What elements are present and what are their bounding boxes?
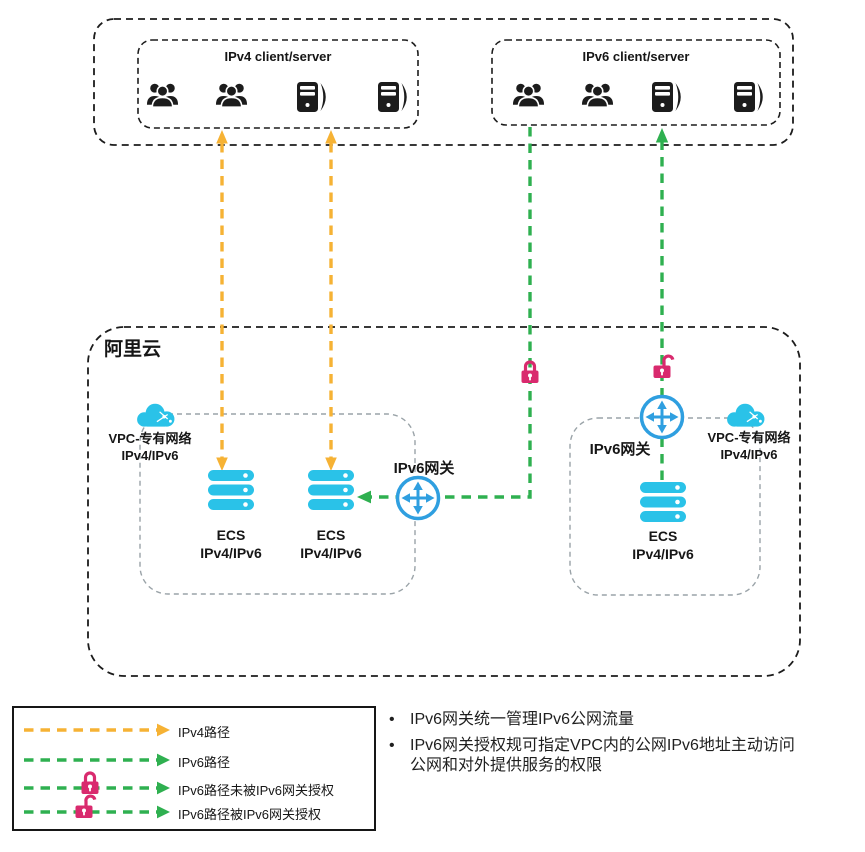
vpc-cloud-icon <box>136 403 176 428</box>
ecs-name: ECS <box>316 527 346 543</box>
host-icon <box>378 82 407 112</box>
users-icon <box>581 82 614 108</box>
ecs-server-icon <box>208 470 254 510</box>
legend-box <box>12 706 376 831</box>
legend-ipv6-authorized-line <box>24 794 170 820</box>
lock-open-icon <box>651 354 675 380</box>
legend-ipv6-unauthorized-line <box>24 771 170 796</box>
ipv6-gateway-icon <box>395 475 441 521</box>
users-icon <box>512 82 545 108</box>
ecs-left-1-label: ECS IPv4/IPv6 <box>196 526 266 562</box>
ecs-server-icon <box>308 470 354 510</box>
host-icon <box>297 82 326 112</box>
ecs-stack: IPv4/IPv6 <box>632 546 694 562</box>
legend-ipv4-line <box>24 723 170 737</box>
ecs-stack: IPv4/IPv6 <box>300 545 362 561</box>
vpc-left-name: VPC-专有网络 <box>108 431 192 446</box>
ipv6-box-title: IPv6 client/server <box>582 49 690 64</box>
legend-label-ipv6: IPv6路径 <box>178 755 231 770</box>
ecs-server-icon <box>640 482 686 522</box>
vpc-right-name: VPC-专有网络 <box>707 430 791 445</box>
ecs-name: ECS <box>648 528 678 544</box>
note-item: IPv6网关统一管理IPv6公网流量 <box>383 710 807 730</box>
ipv4-path-arrow-2 <box>325 130 337 471</box>
legend-label-ipv6-unauthorized: IPv6路径未被IPv6网关授权 <box>178 783 335 798</box>
gateway-right-label: IPv6网关 <box>589 441 651 458</box>
users-icon <box>215 82 248 108</box>
lock-closed-icon <box>79 771 101 796</box>
aliyun-label: 阿里云 <box>104 339 162 360</box>
note-item: IPv6网关授权规可指定VPC内的公网IPv6地址主动访问公网和对外提供服务的权… <box>383 736 807 776</box>
vpc-right-label: VPC-专有网络 IPv4/IPv6 <box>690 429 808 463</box>
aliyun-box <box>87 326 801 677</box>
host-icon <box>652 82 681 112</box>
legend-label-ipv6-authorized: IPv6路径被IPv6网关授权 <box>178 807 322 822</box>
vpc-cloud-icon <box>726 403 766 428</box>
ipv6-gateway-icon <box>639 394 685 440</box>
ipv4-clients-box <box>137 39 419 129</box>
legend-ipv6-line <box>24 753 170 767</box>
vpc-left-stack: IPv4/IPv6 <box>121 448 179 463</box>
ecs-right-label: ECS IPv4/IPv6 <box>628 527 698 563</box>
ecs-name: ECS <box>216 527 246 543</box>
internet-zone-box <box>93 18 794 146</box>
ecs-left-2-label: ECS IPv4/IPv6 <box>296 526 366 562</box>
notes-list: IPv6网关统一管理IPv6公网流量 IPv6网关授权规可指定VPC内的公网IP… <box>383 710 807 782</box>
host-icon <box>734 82 763 112</box>
legend-label-ipv4: IPv4路径 <box>178 725 231 740</box>
ipv6-clients-box <box>491 39 781 126</box>
gateway-left-label: IPv6网关 <box>393 460 455 477</box>
ecs-stack: IPv4/IPv6 <box>200 545 262 561</box>
vpc-left-label: VPC-专有网络 IPv4/IPv6 <box>92 430 208 464</box>
ipv6-path-unauthorized-arrow <box>357 127 532 504</box>
ipv4-path-arrow-1 <box>216 130 228 471</box>
ipv4-box-title: IPv4 client/server <box>224 49 332 64</box>
users-icon <box>146 82 179 108</box>
vpc-right-stack: IPv4/IPv6 <box>720 447 778 462</box>
lock-open-icon <box>73 794 97 820</box>
